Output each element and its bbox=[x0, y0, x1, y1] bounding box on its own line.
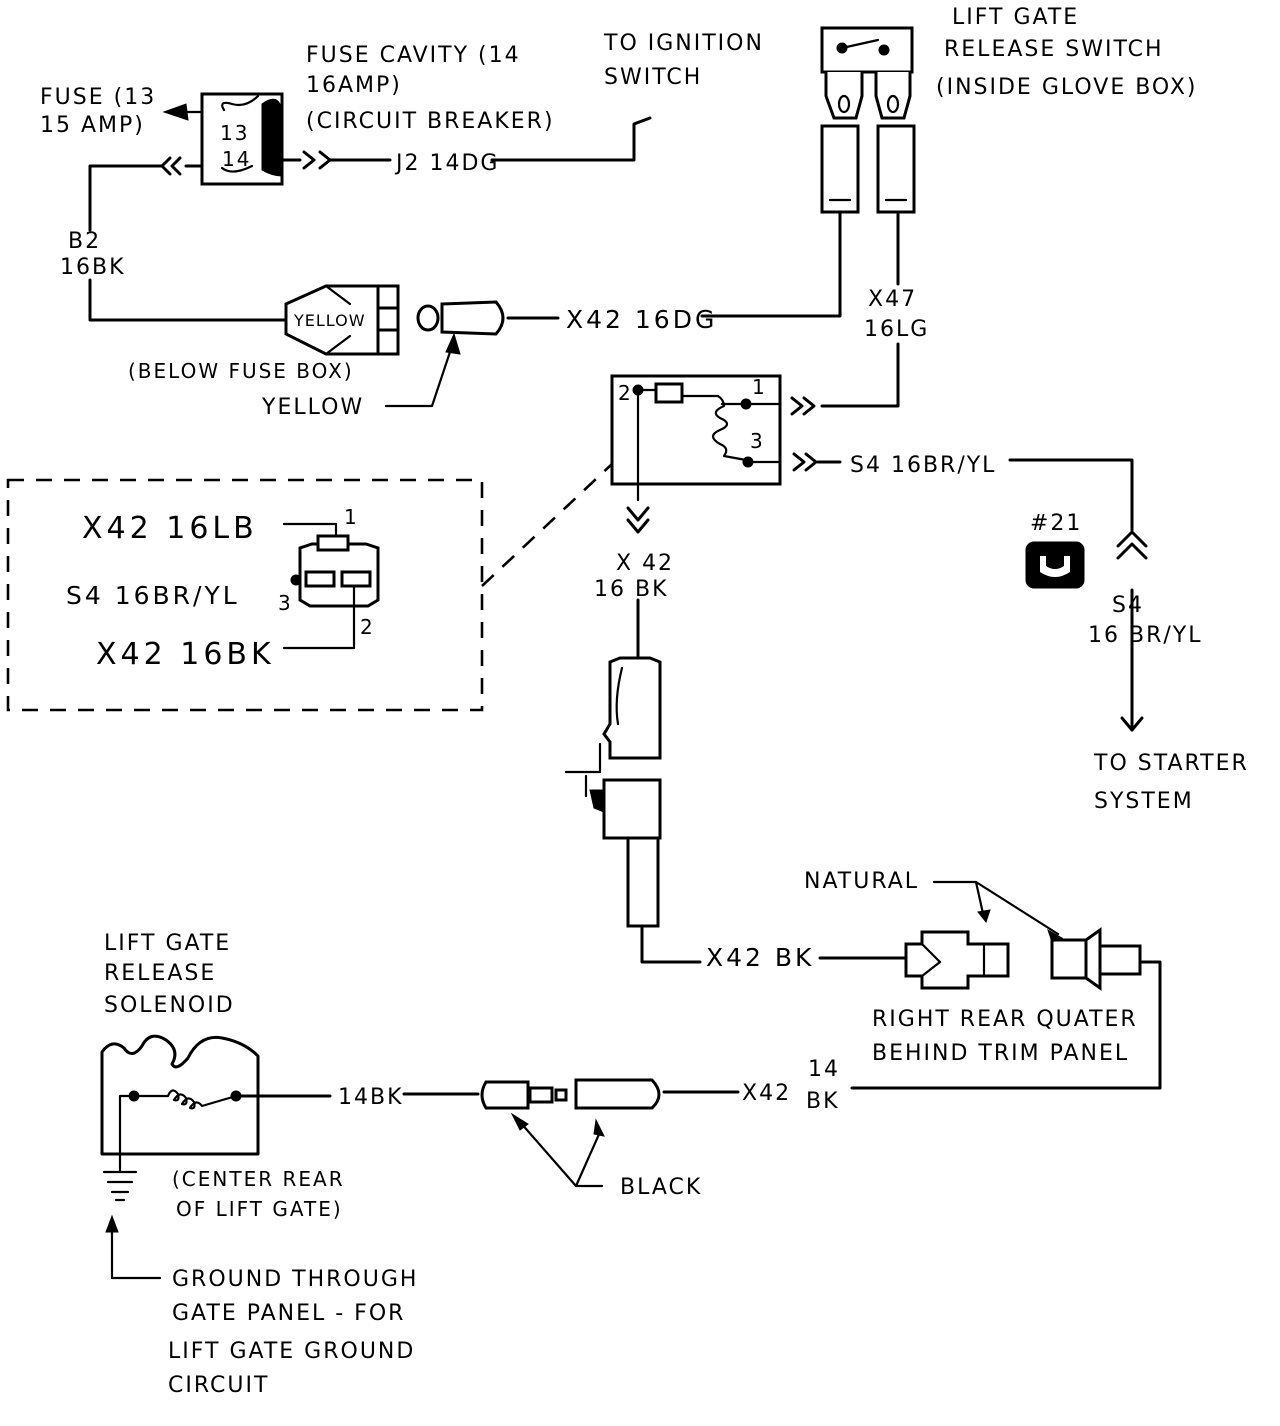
s4-wire-label: S4 16BR/YL bbox=[850, 453, 996, 478]
inset-x42-lb-label: X42 16LB bbox=[82, 511, 258, 546]
x42-bk-label: X42 BK bbox=[706, 943, 814, 972]
yellow-connector-label: YELLOW bbox=[293, 311, 366, 330]
ground-label: GROUND THROUGH bbox=[172, 1267, 418, 1292]
fuse-arrow-icon bbox=[162, 103, 189, 121]
fuse-13-label: FUSE (13 bbox=[40, 85, 156, 110]
rr-quarter-location-label: BEHIND TRIM PANEL bbox=[872, 1041, 1129, 1066]
j2-wire bbox=[280, 116, 652, 170]
lift-switch-label: LIFT GATE bbox=[952, 5, 1079, 30]
x42-16bk-gauge-label: 16 BK bbox=[594, 577, 669, 602]
to-starter-arrow-icon bbox=[1120, 716, 1144, 732]
j2-wire-label: J2 14DG bbox=[394, 151, 499, 176]
inset-x42-bk-label: X42 16BK bbox=[96, 637, 275, 672]
inset-pin-3: 3 bbox=[278, 591, 293, 615]
b2-gauge-label: 16BK bbox=[60, 255, 126, 280]
center-connector-pointer bbox=[564, 742, 602, 774]
s4-right-gauge-label: 16 BR/YL bbox=[1088, 623, 1202, 648]
natural-connector bbox=[904, 927, 1142, 991]
fuse-cavity-amp-label: 16AMP) bbox=[306, 73, 402, 98]
ref-21-label: #21 bbox=[1030, 511, 1082, 536]
circuit-breaker-label: (CIRCUIT BREAKER) bbox=[306, 109, 555, 134]
ground-circuit-label: CIRCUIT bbox=[168, 1373, 269, 1398]
relay-pin-1: 1 bbox=[752, 375, 767, 399]
relay-pin2-connector-icon bbox=[626, 506, 650, 534]
s4-wire bbox=[816, 458, 1134, 732]
14bk-wire bbox=[236, 1092, 480, 1098]
center-rear-liftgate-label: OF LIFT GATE) bbox=[176, 1197, 343, 1221]
ground-pointer-arrow-icon bbox=[105, 1214, 119, 1233]
to-starter-label: TO STARTER bbox=[1093, 751, 1249, 776]
connector-21-icon bbox=[1025, 541, 1085, 589]
lift-gate-solenoid bbox=[100, 1034, 260, 1164]
x47-label: X47 bbox=[868, 287, 917, 312]
fuse-number-14: 14 bbox=[222, 147, 251, 171]
lift-switch-location-label: (INSIDE GLOVE BOX) bbox=[936, 75, 1197, 100]
black-label: BLACK bbox=[620, 1175, 702, 1200]
lift-gate-release-switch bbox=[820, 26, 916, 214]
x47-gauge-label: 16LG bbox=[864, 317, 929, 342]
b2-label: B2 bbox=[68, 229, 101, 254]
s4-connector-icon bbox=[1116, 530, 1148, 560]
ground-liftgate-label: LIFT GATE GROUND bbox=[168, 1339, 415, 1364]
relay-pin1-connector-icon bbox=[790, 396, 816, 416]
black-connector bbox=[480, 1078, 661, 1110]
relay-pin-3: 3 bbox=[750, 429, 765, 453]
relay bbox=[610, 374, 782, 502]
solenoid-name-label: SOLENOID bbox=[104, 993, 235, 1018]
b2-connector-icon bbox=[160, 156, 204, 176]
ground-icon bbox=[102, 1160, 138, 1202]
14bk-label: 14BK bbox=[338, 1085, 404, 1110]
relay-pin3-connector-icon bbox=[792, 452, 818, 472]
fuse-block: 13 14 bbox=[200, 92, 284, 186]
x42-16dg-wire bbox=[506, 210, 842, 320]
solenoid-label: LIFT GATE bbox=[104, 931, 231, 956]
s4-right-label: S4 bbox=[1112, 593, 1144, 618]
fuse-13-amp-label: 15 AMP) bbox=[40, 113, 145, 138]
yellow-connector: YELLOW bbox=[284, 284, 505, 356]
inset-leader-line bbox=[481, 463, 613, 587]
center-rear-label: (CENTER REAR bbox=[172, 1167, 345, 1191]
inset-s4-label: S4 16BR/YL bbox=[66, 581, 240, 610]
relay-pin-2: 2 bbox=[618, 381, 633, 405]
yellow-pointer-line bbox=[384, 344, 454, 408]
inset-pin-2: 2 bbox=[360, 615, 375, 639]
inset-relay-connector bbox=[282, 522, 380, 650]
ground-panel-label: GATE PANEL - FOR bbox=[172, 1301, 405, 1326]
to-ignition-label: TO IGNITION bbox=[603, 31, 764, 56]
to-starter-system-label: SYSTEM bbox=[1094, 789, 1194, 814]
fuse-cavity-label: FUSE CAVITY (14 bbox=[306, 43, 521, 68]
fuse-number-13: 13 bbox=[220, 121, 249, 145]
natural-label: NATURAL bbox=[804, 869, 919, 894]
x42-14-label: X42 bbox=[742, 1081, 791, 1106]
x42-16bk-label: X 42 bbox=[616, 551, 674, 576]
black-pointer-line bbox=[518, 1120, 604, 1188]
x42-14bk-wire bbox=[662, 960, 1162, 1094]
x47-wire bbox=[820, 210, 900, 408]
natural-pointer-line bbox=[932, 880, 1060, 936]
yellow-pointer-arrow-icon bbox=[445, 332, 461, 355]
x42-14-gauge-label: 14 bbox=[808, 1057, 840, 1082]
lift-switch-release-label: RELEASE SWITCH bbox=[944, 37, 1164, 62]
below-fuse-box-label: (BELOW FUSE BOX) bbox=[128, 359, 354, 383]
inset-pin-1: 1 bbox=[344, 505, 359, 529]
rr-quarter-label: RIGHT REAR QUATER bbox=[872, 1007, 1138, 1032]
x42-14-color-label: BK bbox=[806, 1089, 840, 1114]
inline-connector-center bbox=[589, 656, 662, 928]
yellow-pointer-label: YELLOW bbox=[261, 395, 364, 420]
to-ignition-switch-label: SWITCH bbox=[604, 65, 702, 90]
x42-bk-wire bbox=[640, 924, 908, 964]
x42-16dg-label: X42 16DG bbox=[566, 305, 717, 334]
inset-detail-box bbox=[6, 478, 484, 712]
solenoid-release-label: RELEASE bbox=[104, 961, 216, 986]
